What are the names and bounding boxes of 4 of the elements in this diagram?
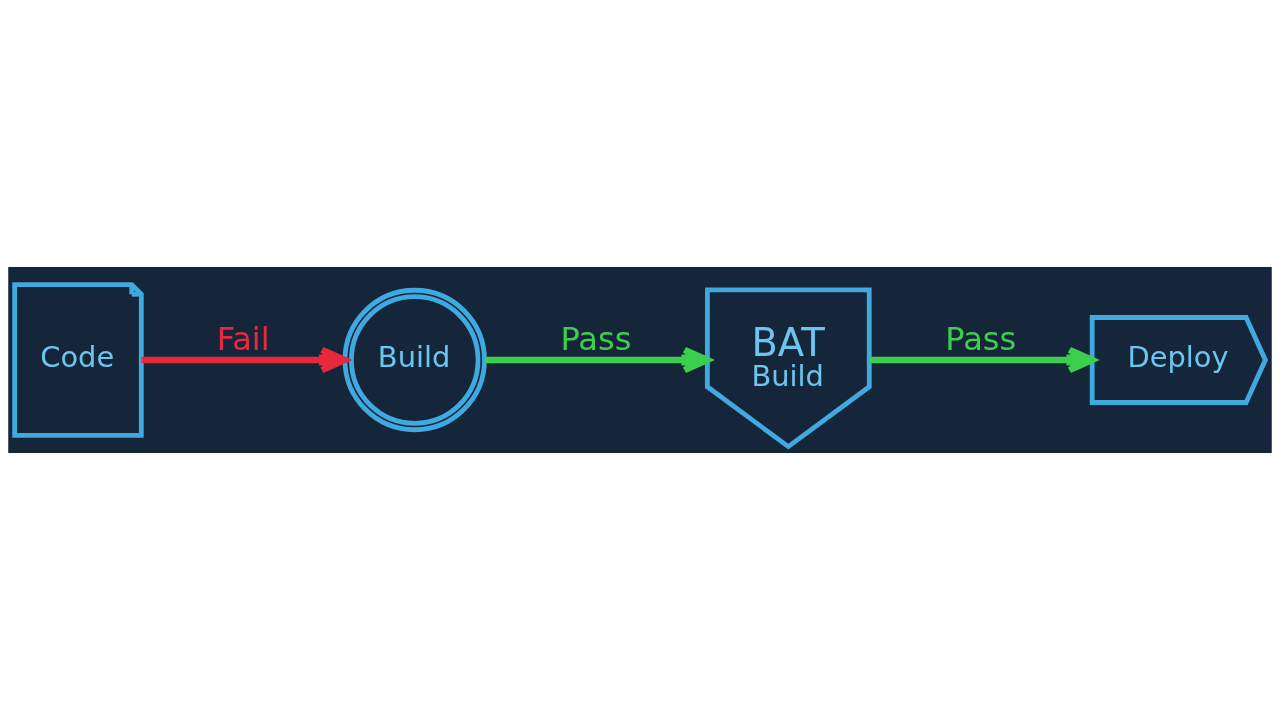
edge-label: Pass: [560, 320, 632, 359]
node-circle: Build: [342, 287, 487, 433]
edge-label: Fail: [216, 320, 270, 359]
edge-label: Pass: [945, 320, 1017, 359]
